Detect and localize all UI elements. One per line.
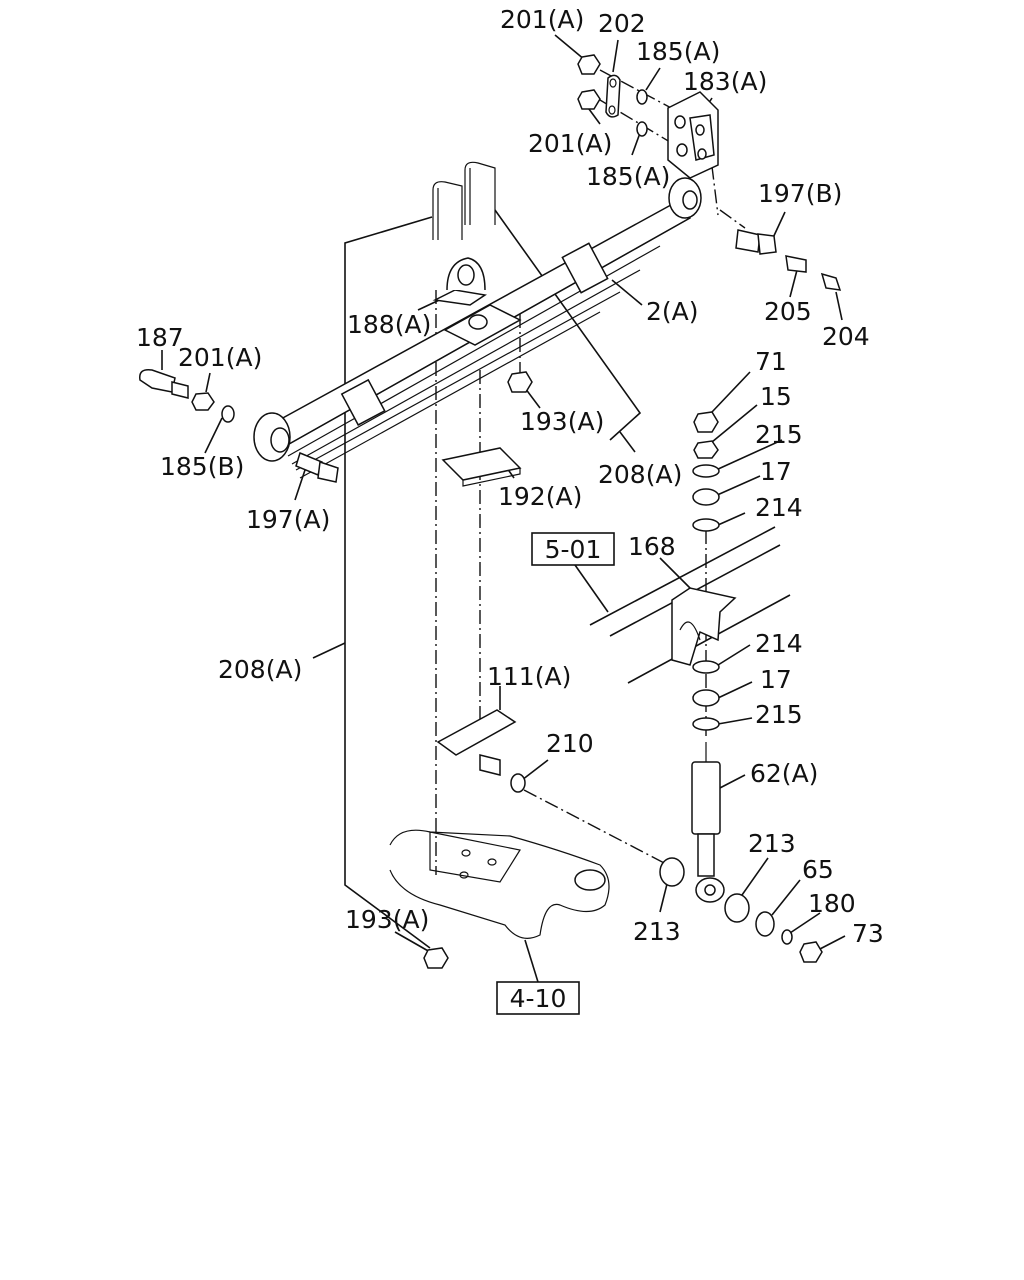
label-73: 73 (852, 919, 884, 948)
fasteners (139, 54, 842, 969)
label-62a: 62(A) (750, 759, 818, 788)
label-201a-mid: 201(A) (528, 129, 612, 158)
label-214-bot: 214 (755, 629, 803, 658)
bump-stopper (432, 257, 487, 306)
shackle-hanger (605, 74, 719, 179)
label-204: 204 (822, 322, 870, 351)
label-193a-top: 193(A) (520, 407, 604, 436)
part-labels: 201(A) 202 185(A) 183(A) 201(A) 185(A) 1… (136, 5, 884, 948)
leaf-spring (253, 177, 702, 479)
ref-410-text: 4-10 (510, 984, 567, 1013)
label-17-top: 17 (760, 457, 792, 486)
label-71: 71 (755, 347, 787, 376)
label-215-bot: 215 (755, 700, 803, 729)
label-180: 180 (808, 889, 856, 918)
label-111a: 111(A) (487, 662, 571, 691)
label-197a: 197(A) (246, 505, 330, 534)
label-197b: 197(B) (758, 179, 842, 208)
label-192a: 192(A) (498, 482, 582, 511)
label-15: 15 (760, 382, 792, 411)
spacer-plates (436, 447, 526, 793)
label-201a-top: 201(A) (500, 5, 584, 34)
label-185a-mid: 185(A) (586, 162, 670, 191)
axle-beam (389, 829, 610, 939)
label-183a: 183(A) (683, 67, 767, 96)
label-205: 205 (764, 297, 812, 326)
label-214-top: 214 (755, 493, 803, 522)
label-215-top: 215 (755, 420, 803, 449)
ref-box-4-10[interactable]: 4-10 (496, 981, 580, 1015)
label-202: 202 (598, 9, 646, 38)
label-208a-left: 208(A) (218, 655, 302, 684)
label-2a: 2(A) (646, 297, 699, 326)
label-168: 168 (628, 532, 676, 561)
ref-box-5-01[interactable]: 5-01 (531, 532, 615, 566)
ref-501-text: 5-01 (545, 535, 602, 564)
label-213-left: 213 (633, 917, 681, 946)
shock-absorber-stack (659, 411, 823, 963)
label-188a: 188(A) (347, 310, 431, 339)
label-213-right: 213 (748, 829, 796, 858)
label-193a-bot: 193(A) (345, 905, 429, 934)
u-bolts (432, 161, 496, 240)
label-187: 187 (136, 323, 184, 352)
label-201a-left: 201(A) (178, 343, 262, 372)
label-65: 65 (802, 855, 834, 884)
label-210: 210 (546, 729, 594, 758)
label-208a-right: 208(A) (598, 460, 682, 489)
label-185a-top: 185(A) (636, 37, 720, 66)
label-185b: 185(B) (160, 452, 244, 481)
label-17-bot: 17 (760, 665, 792, 694)
